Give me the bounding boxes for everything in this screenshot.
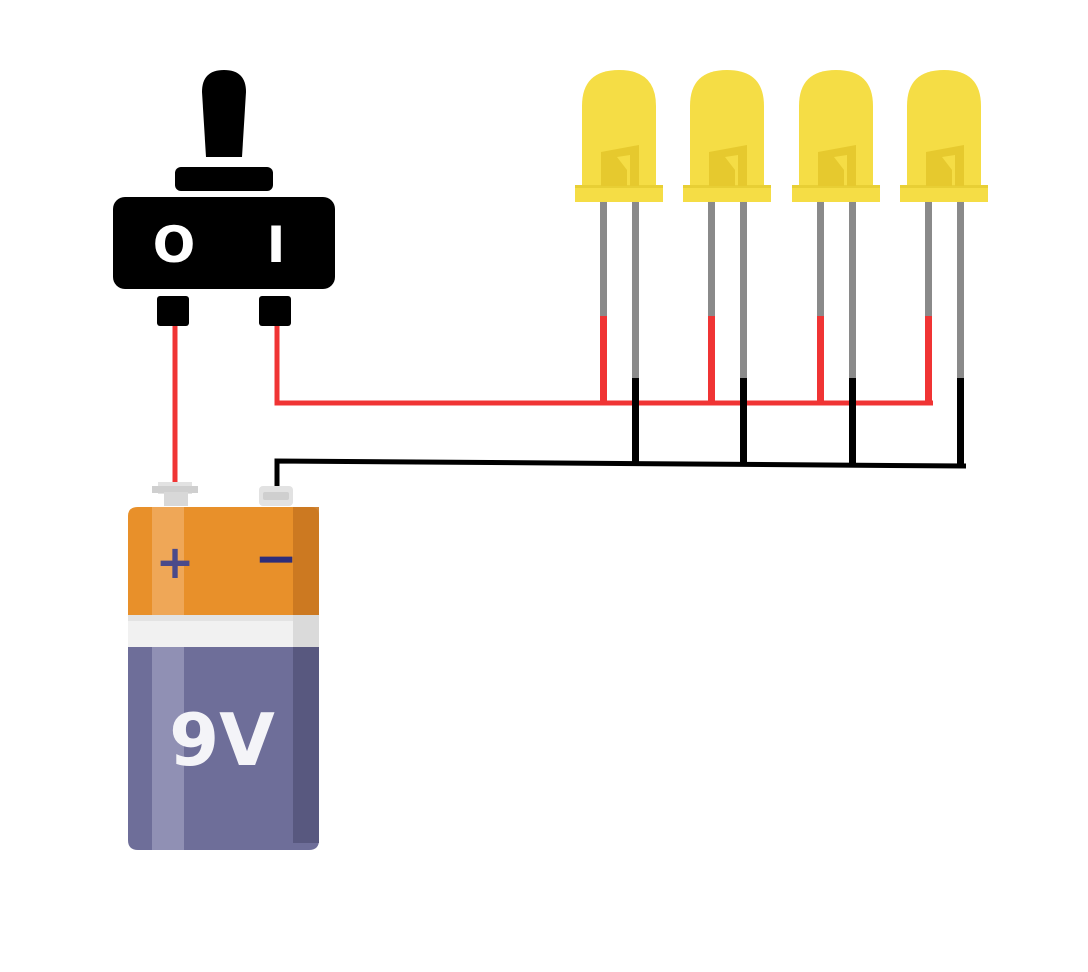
battery-positive-symbol: + xyxy=(156,535,195,589)
led-anode-leg xyxy=(708,200,715,318)
led-flange-edge xyxy=(683,185,771,188)
led-flange xyxy=(575,185,663,202)
led-cathode-leg xyxy=(632,200,639,380)
led-flange xyxy=(683,185,771,202)
led-flange-edge xyxy=(900,185,988,188)
switch-terminal-right xyxy=(259,296,291,326)
switch-body xyxy=(113,197,335,289)
led-cathode-leg xyxy=(849,200,856,380)
led-cathode-wire xyxy=(957,378,964,464)
battery-negative-symbol: − xyxy=(254,529,298,589)
led-cathode-wire xyxy=(740,378,747,464)
battery-9v: + − 9V xyxy=(128,482,319,850)
wire-battery-negative-bus xyxy=(274,458,967,492)
led-cathode-wire xyxy=(849,378,856,464)
led-flange xyxy=(900,185,988,202)
led-anode-wire xyxy=(817,316,824,403)
led-4 xyxy=(900,70,988,464)
switch-lever-icon xyxy=(202,70,246,157)
battery-positive-terminal xyxy=(152,482,198,506)
led-anode-leg xyxy=(600,200,607,318)
led-array xyxy=(575,70,988,464)
led-cathode-wire xyxy=(632,378,639,464)
switch-off-label: O xyxy=(153,216,196,274)
led-anode-leg xyxy=(925,200,932,318)
led-1 xyxy=(575,70,663,464)
switch-terminal-left xyxy=(157,296,189,326)
negative-wires xyxy=(274,458,967,492)
led-anode-wire xyxy=(600,316,607,403)
battery-negative-terminal xyxy=(259,486,293,506)
led-anode-wire xyxy=(708,316,715,403)
led-die xyxy=(709,145,747,186)
led-flange-edge xyxy=(575,185,663,188)
led-3 xyxy=(792,70,880,464)
led-flange-edge xyxy=(792,185,880,188)
led-die xyxy=(926,145,964,186)
toggle-switch: O I xyxy=(113,70,335,326)
led-die xyxy=(818,145,856,186)
switch-bushing xyxy=(175,167,273,191)
led-flange xyxy=(792,185,880,202)
led-2 xyxy=(683,70,771,464)
led-anode-leg xyxy=(817,200,824,318)
led-die xyxy=(601,145,639,186)
battery-voltage-label: 9V xyxy=(169,698,275,782)
switch-on-label: I xyxy=(267,216,286,274)
led-anode-wire xyxy=(925,316,932,403)
led-cathode-leg xyxy=(957,200,964,380)
led-cathode-leg xyxy=(740,200,747,380)
